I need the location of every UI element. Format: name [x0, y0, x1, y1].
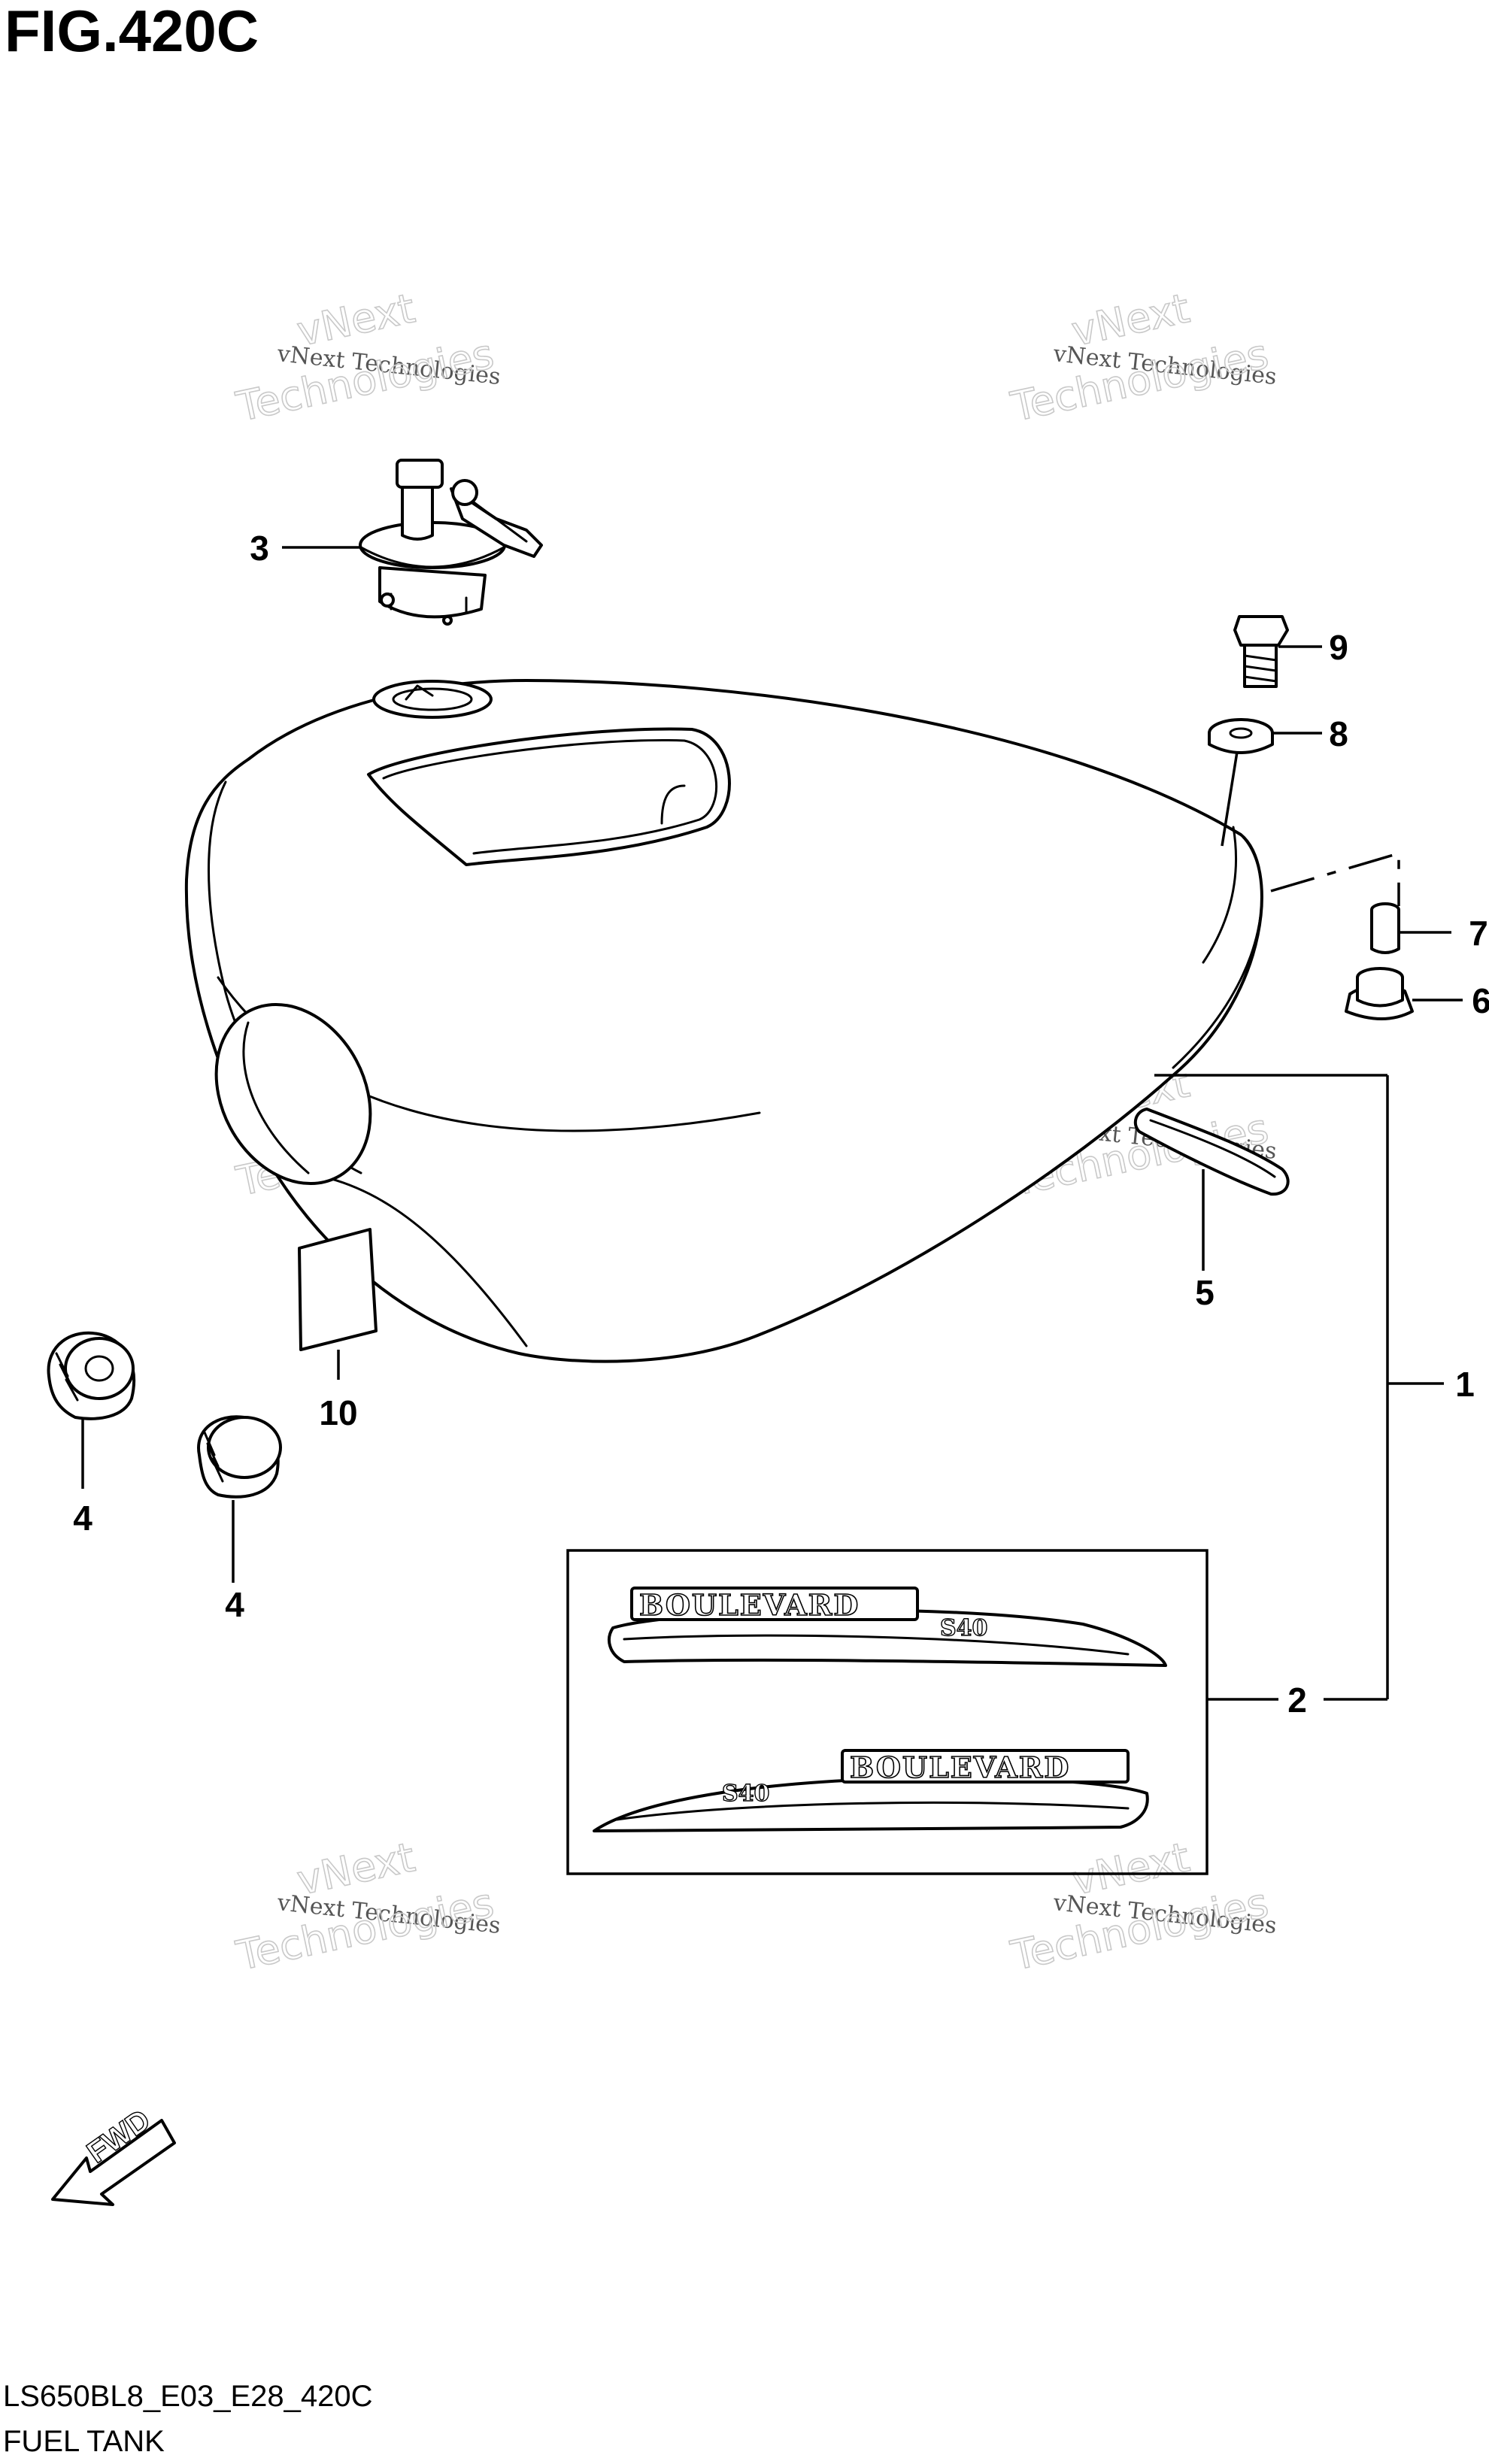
figure-title: FIG.420C — [5, 0, 259, 64]
dashed-line-rear-mount — [1270, 851, 1400, 906]
decal-lower-brand: BOULEVARD — [850, 1750, 1070, 1784]
decal-lower[interactable]: BOULEVARD S40 — [593, 1749, 1149, 1832]
callout-1[interactable]: 1 — [1455, 1365, 1475, 1404]
figure-name: FUEL TANK — [3, 2425, 165, 2458]
part-10-label[interactable] — [298, 1228, 378, 1351]
callout-10[interactable]: 10 — [319, 1393, 357, 1432]
callout-7[interactable]: 7 — [1469, 914, 1488, 953]
part-5-strip[interactable] — [1133, 1108, 1290, 1196]
decal-upper[interactable]: BOULEVARD S40 — [608, 1587, 1167, 1667]
decal-upper-brand: BOULEVARD — [639, 1588, 860, 1622]
callout-9[interactable]: 9 — [1329, 628, 1348, 667]
part-9-bolt[interactable] — [1233, 615, 1289, 688]
figure-code: LS650BL8_E03_E28_420C — [3, 2380, 373, 2413]
part-2-decal-box[interactable] — [566, 1549, 1208, 1875]
callout-8[interactable]: 8 — [1329, 714, 1348, 753]
part-8-grommet[interactable] — [1208, 718, 1274, 754]
callout-4b[interactable]: 4 — [225, 1585, 244, 1624]
callout-6[interactable]: 6 — [1472, 981, 1489, 1020]
leader-line-8-mount — [1221, 751, 1239, 847]
callout-2[interactable]: 2 — [1287, 1681, 1307, 1720]
part-1-fuel-tank[interactable] — [184, 679, 1263, 1363]
part-6-cushion[interactable] — [1345, 967, 1414, 1020]
part-4-grommet-a[interactable] — [47, 1331, 136, 1420]
callout-5[interactable]: 5 — [1195, 1273, 1215, 1312]
callout-4a[interactable]: 4 — [73, 1499, 92, 1538]
decal-lower-model: S40 — [722, 1781, 769, 1807]
part-3-fuel-cap[interactable] — [359, 459, 543, 626]
callout-3[interactable]: 3 — [250, 529, 269, 568]
part-4-grommet-b[interactable] — [197, 1415, 282, 1499]
decal-upper-model: S40 — [940, 1615, 987, 1641]
part-7-collar[interactable] — [1370, 902, 1400, 954]
